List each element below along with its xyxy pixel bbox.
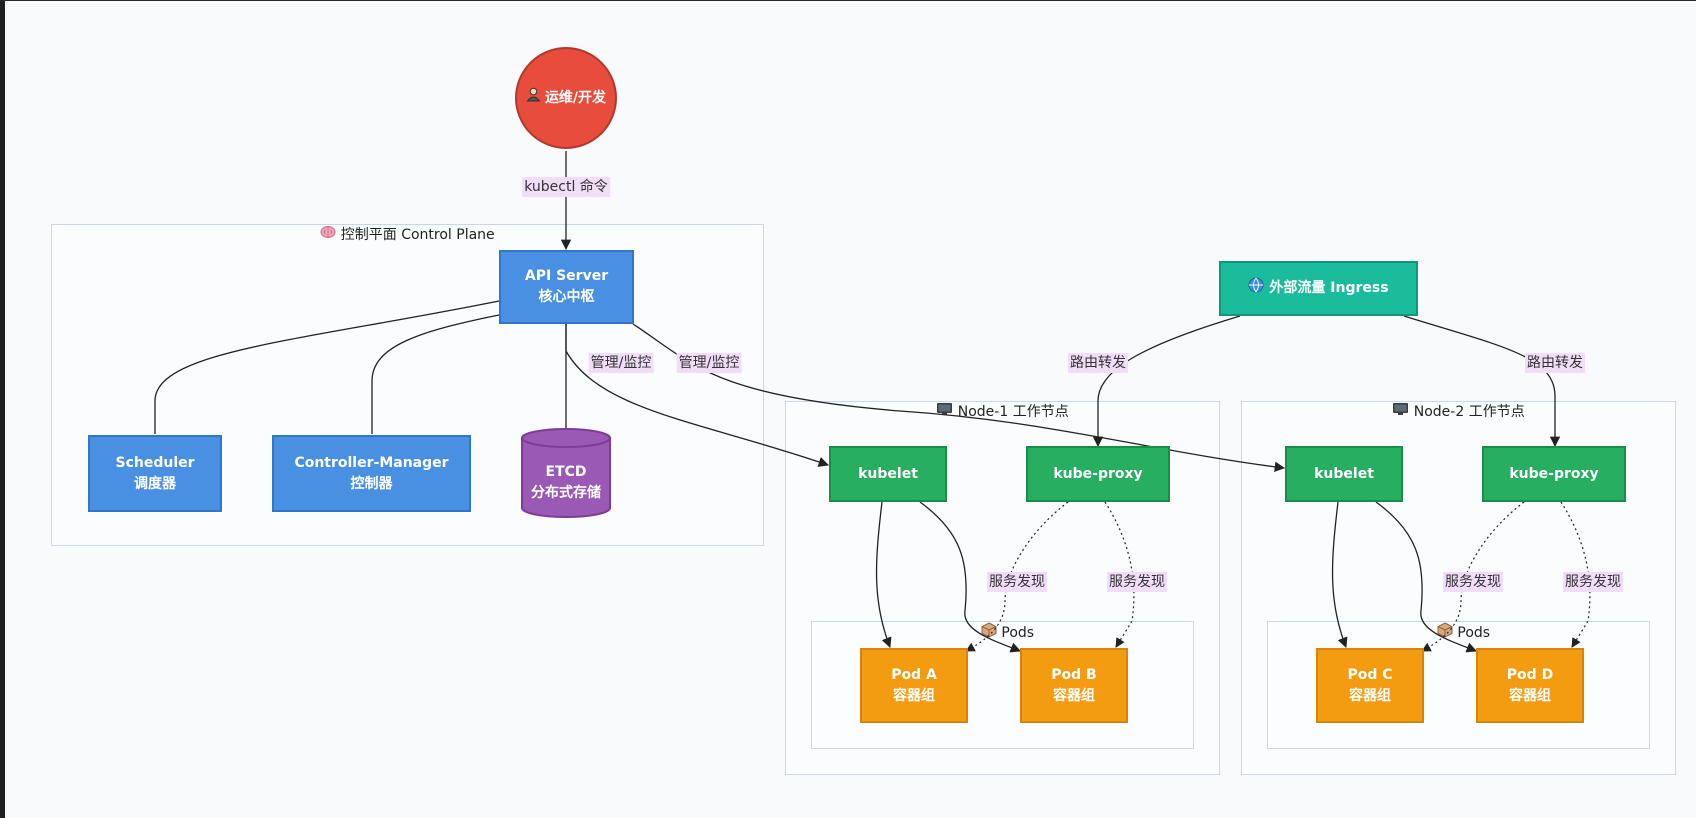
edge-ingress-kubeproxy1 [1092, 315, 1241, 448]
pod-a-desc: 容器组 [893, 687, 935, 704]
edge-label-manage1: 管理/监控 [588, 353, 654, 373]
edge-label-route2: 路由转发 [1525, 353, 1585, 373]
edge-api-controller [371, 314, 500, 434]
node1-title: Node-1 工作节点 [957, 404, 1069, 420]
etcd-node[interactable]: ETCD 分布式存储 [522, 451, 610, 515]
edge-label-manage2: 管理/监控 [676, 353, 742, 373]
edge-label-discover-c: 服务发现 [1443, 572, 1503, 592]
edge-kubelet1-poda [875, 501, 892, 648]
kubeproxy1-label: kube-proxy [1053, 465, 1143, 482]
scheduler-node[interactable]: Scheduler 调度器 [88, 435, 222, 512]
edge-api-scheduler [154, 300, 500, 434]
brain-icon [320, 225, 336, 245]
edge-kubelet1-podb [919, 501, 1021, 653]
kubelet1-label: kubelet [858, 465, 918, 482]
edge-kubeproxy2-podd [1560, 501, 1591, 648]
edge-kubeproxy2-podc [1421, 501, 1525, 652]
pod-c-name: Pod C [1347, 666, 1393, 683]
etcd-cylinder [521, 428, 611, 518]
pod-b-name: Pod B [1051, 666, 1097, 683]
kubelet2-node[interactable]: kubelet [1285, 446, 1403, 502]
window-edge [0, 1, 5, 818]
scheduler-desc: 调度器 [134, 475, 176, 492]
pod-a-name: Pod A [891, 666, 937, 683]
edge-api-kubelet1 [565, 324, 829, 467]
kubelet2-label: kubelet [1314, 465, 1374, 482]
pod-c-desc: 容器组 [1349, 687, 1391, 704]
kubeproxy2-label: kube-proxy [1509, 465, 1599, 482]
kubeproxy1-node[interactable]: kube-proxy [1026, 446, 1170, 502]
controller-manager-desc: 控制器 [350, 475, 393, 492]
pod-b-node[interactable]: Pod B 容器组 [1020, 648, 1128, 723]
edge-label-discover-d: 服务发现 [1563, 572, 1623, 592]
actor-node[interactable]: 运维/开发 [515, 47, 617, 149]
etcd-desc: 分布式存储 [531, 485, 601, 501]
edge-api-kubelet2 [632, 323, 1286, 472]
edge-kubeproxy1-poda [965, 501, 1069, 652]
api-server-desc: 核心中枢 [538, 289, 595, 305]
globe-icon [1248, 277, 1264, 300]
scheduler-name: Scheduler [115, 454, 195, 471]
edge-ingress-kubeproxy2 [1403, 315, 1561, 448]
pod-b-desc: 容器组 [1053, 687, 1095, 704]
edge-kubelet2-podc [1331, 501, 1348, 648]
actor-label: 运维/开发 [544, 89, 607, 106]
edge-label-route1: 路由转发 [1068, 353, 1128, 373]
controller-manager-node[interactable]: Controller-Manager 控制器 [272, 435, 471, 512]
etcd-name: ETCD [545, 464, 587, 480]
edge-label-kubectl: kubectl 命令 [522, 177, 610, 197]
controller-manager-name: Controller-Manager [294, 454, 449, 471]
pod-d-name: Pod D [1506, 666, 1554, 683]
person-icon [526, 87, 541, 109]
pod-a-node[interactable]: Pod A 容器组 [860, 648, 968, 723]
pod-c-node[interactable]: Pod C 容器组 [1316, 648, 1424, 723]
api-server-node[interactable]: API Server 核心中枢 [499, 250, 634, 324]
ingress-label: 外部流量 Ingress [1269, 280, 1389, 296]
edge-kubelet2-podd [1375, 501, 1477, 653]
kubelet1-node[interactable]: kubelet [829, 446, 947, 502]
kubeproxy2-node[interactable]: kube-proxy [1482, 446, 1626, 502]
monitor-icon [1392, 402, 1409, 422]
api-server-name: API Server [524, 268, 609, 284]
pod-d-desc: 容器组 [1509, 687, 1551, 704]
control-plane-title: 控制平面 Control Plane [340, 227, 495, 243]
edge-kubeproxy1-podb [1104, 501, 1135, 648]
pod-d-node[interactable]: Pod D 容器组 [1476, 648, 1584, 723]
edge-label-discover-b: 服务发现 [1107, 572, 1167, 592]
monitor-icon [936, 402, 953, 422]
edge-label-discover-a: 服务发现 [987, 572, 1047, 592]
package-icon [1437, 622, 1453, 644]
pods1-title: Pods [1001, 625, 1035, 641]
node2-title: Node-2 工作节点 [1413, 404, 1525, 420]
ingress-node[interactable]: 外部流量 Ingress [1219, 261, 1418, 316]
pods2-title: Pods [1457, 625, 1491, 641]
